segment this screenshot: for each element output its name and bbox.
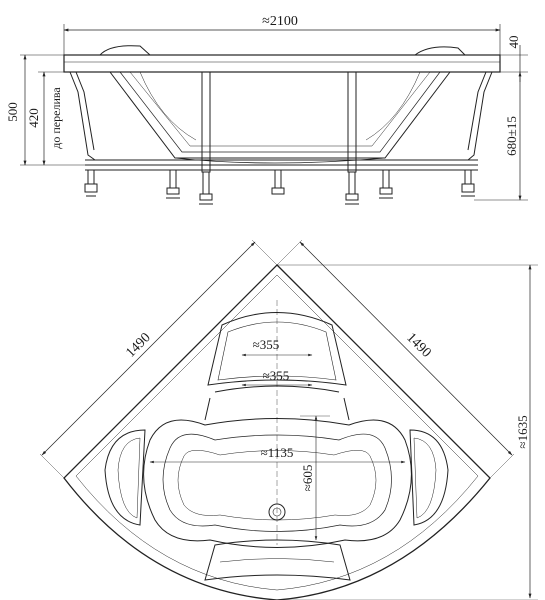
tub-body: [109, 71, 451, 164]
bath-rim: [63, 54, 501, 73]
rim-height-label: 40: [506, 36, 521, 49]
seat-top-label: ≈355: [253, 337, 280, 352]
dimension-inner-depth: ≈605: [300, 415, 330, 541]
dimension-side-right: 1490: [276, 239, 515, 479]
legs: [84, 169, 475, 205]
inner-width-label: ≈1135: [261, 445, 294, 460]
support-frame: [69, 71, 493, 173]
outer-contour: [63, 264, 491, 600]
top-view: 1490 1490 ≈1635 ≈355 ≈355 ≈1135: [39, 239, 538, 600]
leg-height-label: 680±15: [504, 116, 519, 156]
side-right-label: 1490: [403, 330, 433, 360]
dimension-seat-top: ≈355: [241, 337, 313, 357]
side-view: ≈2100 40 680±15 500 420 до перелива: [5, 14, 528, 205]
diagonal-label: ≈1635: [515, 415, 530, 448]
dimension-diagonal: ≈1635: [277, 264, 538, 600]
dimension-side-left: 1490: [39, 239, 278, 479]
headrest-left: [99, 45, 151, 56]
seat-bottom-label: ≈355: [263, 368, 290, 383]
headrest-right: [414, 46, 466, 56]
overflow-label: до перелива: [49, 87, 63, 149]
inner-depth-label: ≈605: [300, 465, 315, 492]
dimension-height-500: 500: [5, 54, 90, 166]
dimension-rim-height: 40: [500, 36, 528, 82]
front-step: [204, 539, 351, 581]
side-left-label: 1490: [123, 330, 153, 360]
dimension-height-420: 420 до перелива: [26, 71, 64, 166]
dimension-leg-height: 680±15: [474, 71, 528, 201]
dimension-seat-bottom: ≈355: [241, 368, 313, 387]
height-500-label: 500: [5, 102, 20, 122]
inner-basin: [143, 418, 412, 548]
dimension-inner-width: ≈1135: [149, 445, 406, 464]
height-420-label: 420: [26, 108, 41, 128]
total-length-label: ≈2100: [262, 14, 298, 29]
dimension-total-length: ≈2100: [63, 14, 501, 55]
